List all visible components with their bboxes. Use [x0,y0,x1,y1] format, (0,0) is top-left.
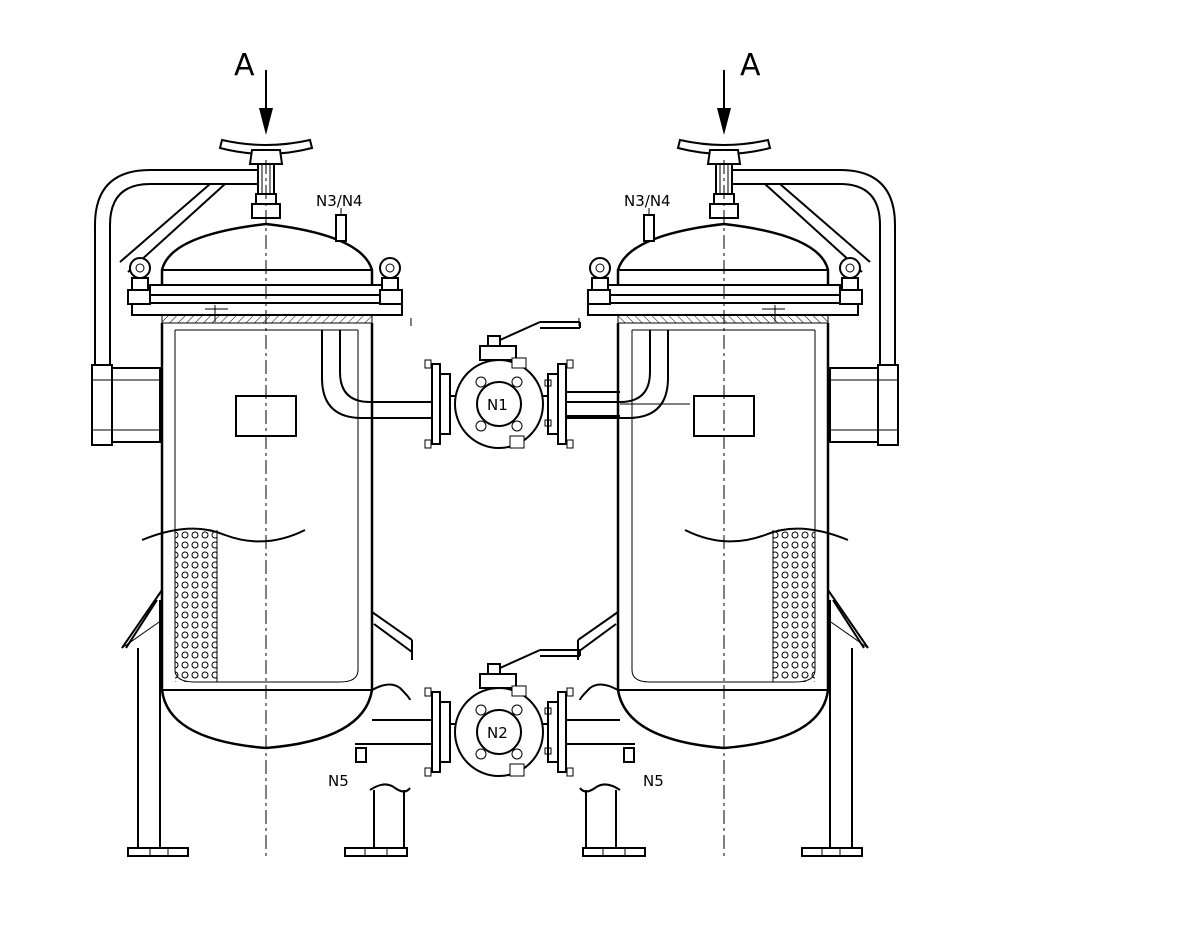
filter-vessel-left [90,68,434,862]
view-arrow-label-left: A [234,48,255,83]
filter-vessel-right [556,68,900,862]
pipe-n1 [566,391,690,417]
valve-n2 [424,649,581,777]
nozzle-label-n3n4-left: N3/N4 [316,192,363,210]
valve-label-n1: N1 [487,396,508,414]
valve-label-n2: N2 [487,724,508,742]
nozzle-label-n5-left: N5 [328,772,349,790]
nozzle-label-n5-right: N5 [643,772,664,790]
pipe-n2 [566,719,635,745]
nozzle-label-n3n4-right: N3/N4 [624,192,671,210]
valve-n1 [424,321,581,449]
view-arrow-label-right: A [740,48,761,83]
